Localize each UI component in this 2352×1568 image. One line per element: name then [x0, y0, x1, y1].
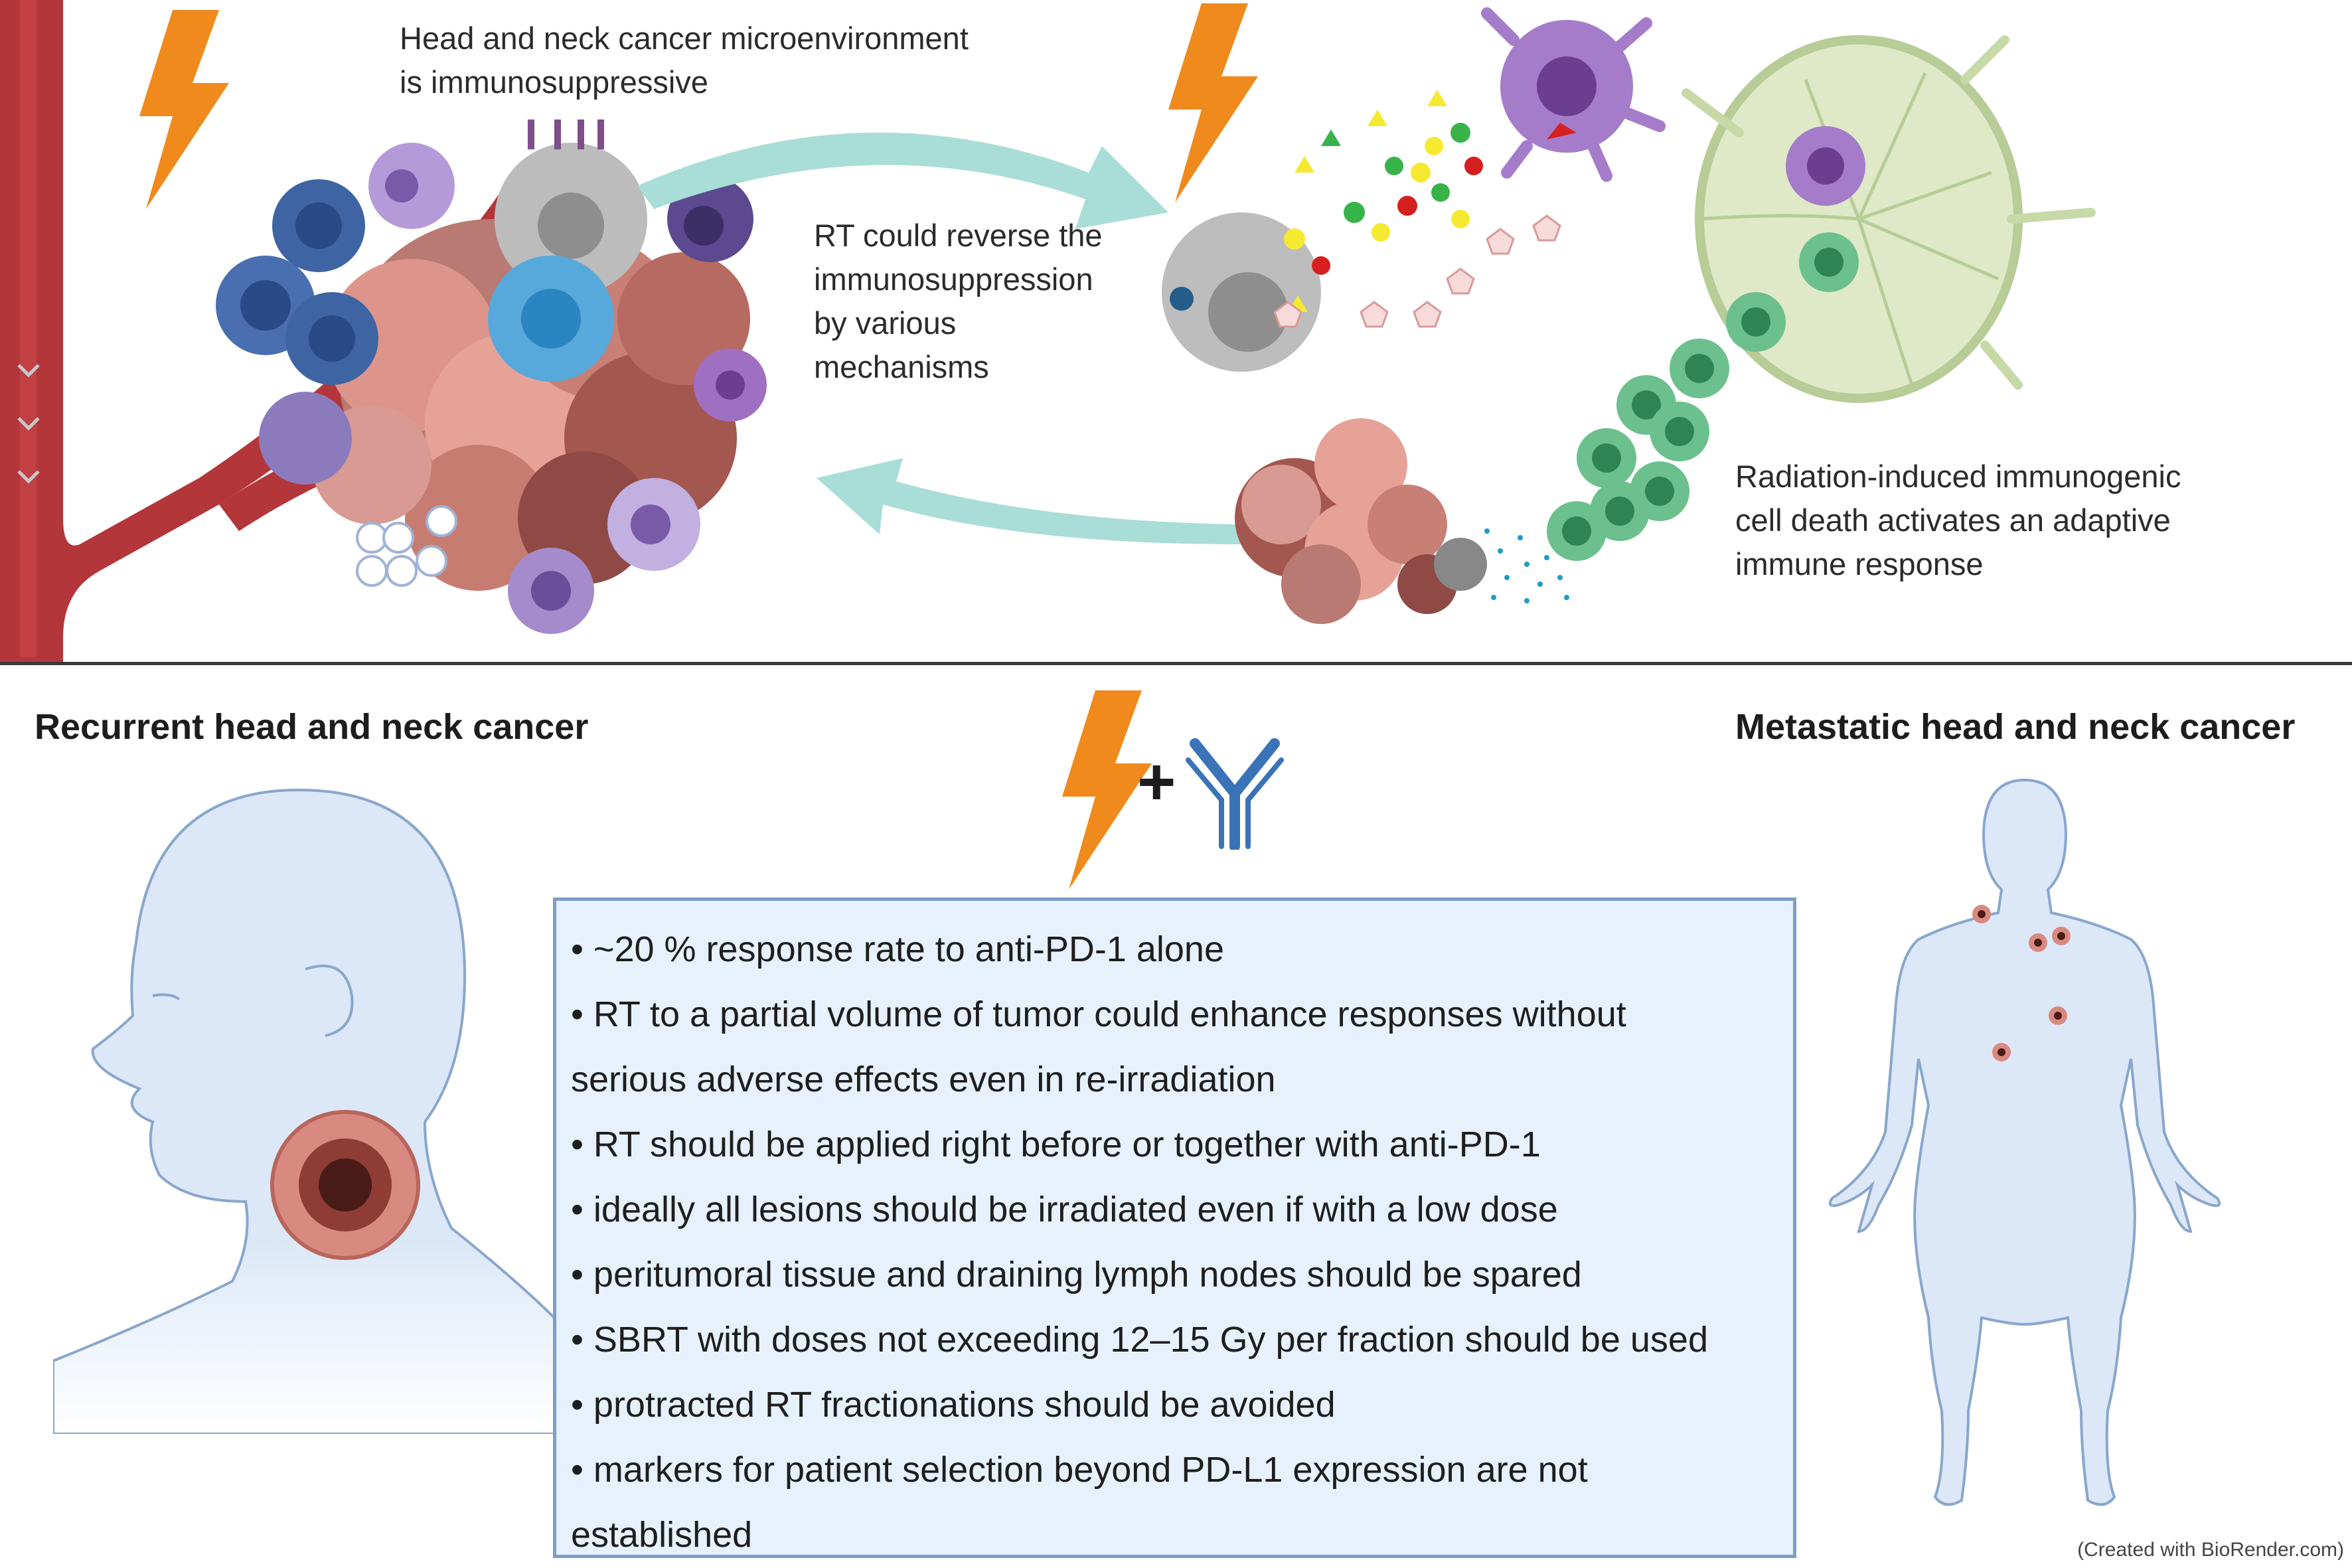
bullet-item: • ~20 % response rate to anti-PD-1 alone — [571, 929, 1224, 969]
bullet-item: • SBRT with doses not exceeding 12–15 Gy… — [571, 1320, 1708, 1360]
neck-tumor — [270, 1110, 420, 1260]
icd-label: Radiation-induced immunogenic cell death… — [1735, 455, 2181, 586]
dying-tumor-cell — [1162, 212, 1321, 372]
microenvironment-label: Head and neck cancer microenvironment is… — [400, 17, 969, 104]
label-line: Radiation-induced immunogenic — [1735, 459, 2181, 494]
metastases — [1972, 905, 2071, 1061]
recurrent-title: Recurrent head and neck cancer — [35, 707, 589, 747]
section-divider — [0, 662, 2352, 665]
bullet-item: • markers for patient selection beyond P… — [571, 1450, 1588, 1490]
bullet-item: • peritumoral tissue and draining lymph … — [571, 1255, 1582, 1294]
arrow-to-left — [817, 458, 1241, 544]
body-silhouette — [1828, 778, 2221, 1506]
lightning-icon — [139, 10, 229, 209]
label-line: RT could reverse the — [814, 218, 1103, 253]
label-line: Head and neck cancer microenvironment — [400, 21, 969, 56]
label-line: by various — [814, 305, 957, 341]
bullet-item: • protracted RT fractionations should be… — [571, 1385, 1336, 1425]
label-line: immunosuppression — [814, 262, 1093, 297]
label-line: cell death activates an adaptive — [1735, 503, 2171, 538]
t-cells — [1547, 232, 1859, 561]
label-line: mechanisms — [814, 349, 989, 384]
metastatic-title: Metastatic head and neck cancer — [1735, 707, 2296, 747]
tumor-cluster-left — [216, 119, 767, 634]
lightning-icon — [1168, 3, 1258, 202]
damp-pentagons — [1273, 214, 1561, 328]
rt-reverse-label: RT could reverse the immunosuppression b… — [814, 214, 1103, 389]
arrow-to-right — [637, 132, 1168, 229]
bullet-item: • ideally all lesions should be irradiat… — [571, 1190, 1558, 1229]
tumor-cluster-right — [1235, 418, 1487, 624]
dendritic-cell — [1481, 7, 1666, 182]
antigen-dots — [1284, 90, 1483, 312]
label-line: immune response — [1735, 546, 1984, 582]
label-line: is immunosuppressive — [400, 64, 708, 100]
cytokine-dots — [1478, 528, 1569, 603]
head-silhouette — [53, 788, 558, 1434]
bullet-item: • RT to a partial volume of tumor could … — [571, 994, 1626, 1034]
bullet-item: established — [571, 1515, 753, 1555]
top-panel-illustration — [0, 0, 2096, 664]
antibody-icon — [1186, 738, 1284, 850]
credit-text: (Created with BioRender.com) — [2077, 1539, 2344, 1561]
lightning-icon — [1062, 690, 1152, 890]
bullet-item: • RT should be applied right before or t… — [571, 1125, 1541, 1164]
bullet-item: serious adverse effects even in re-irrad… — [571, 1059, 1276, 1099]
plus-icon: + — [1137, 745, 1176, 819]
summary-box: • ~20 % response rate to anti-PD-1 alone… — [553, 898, 1796, 1558]
